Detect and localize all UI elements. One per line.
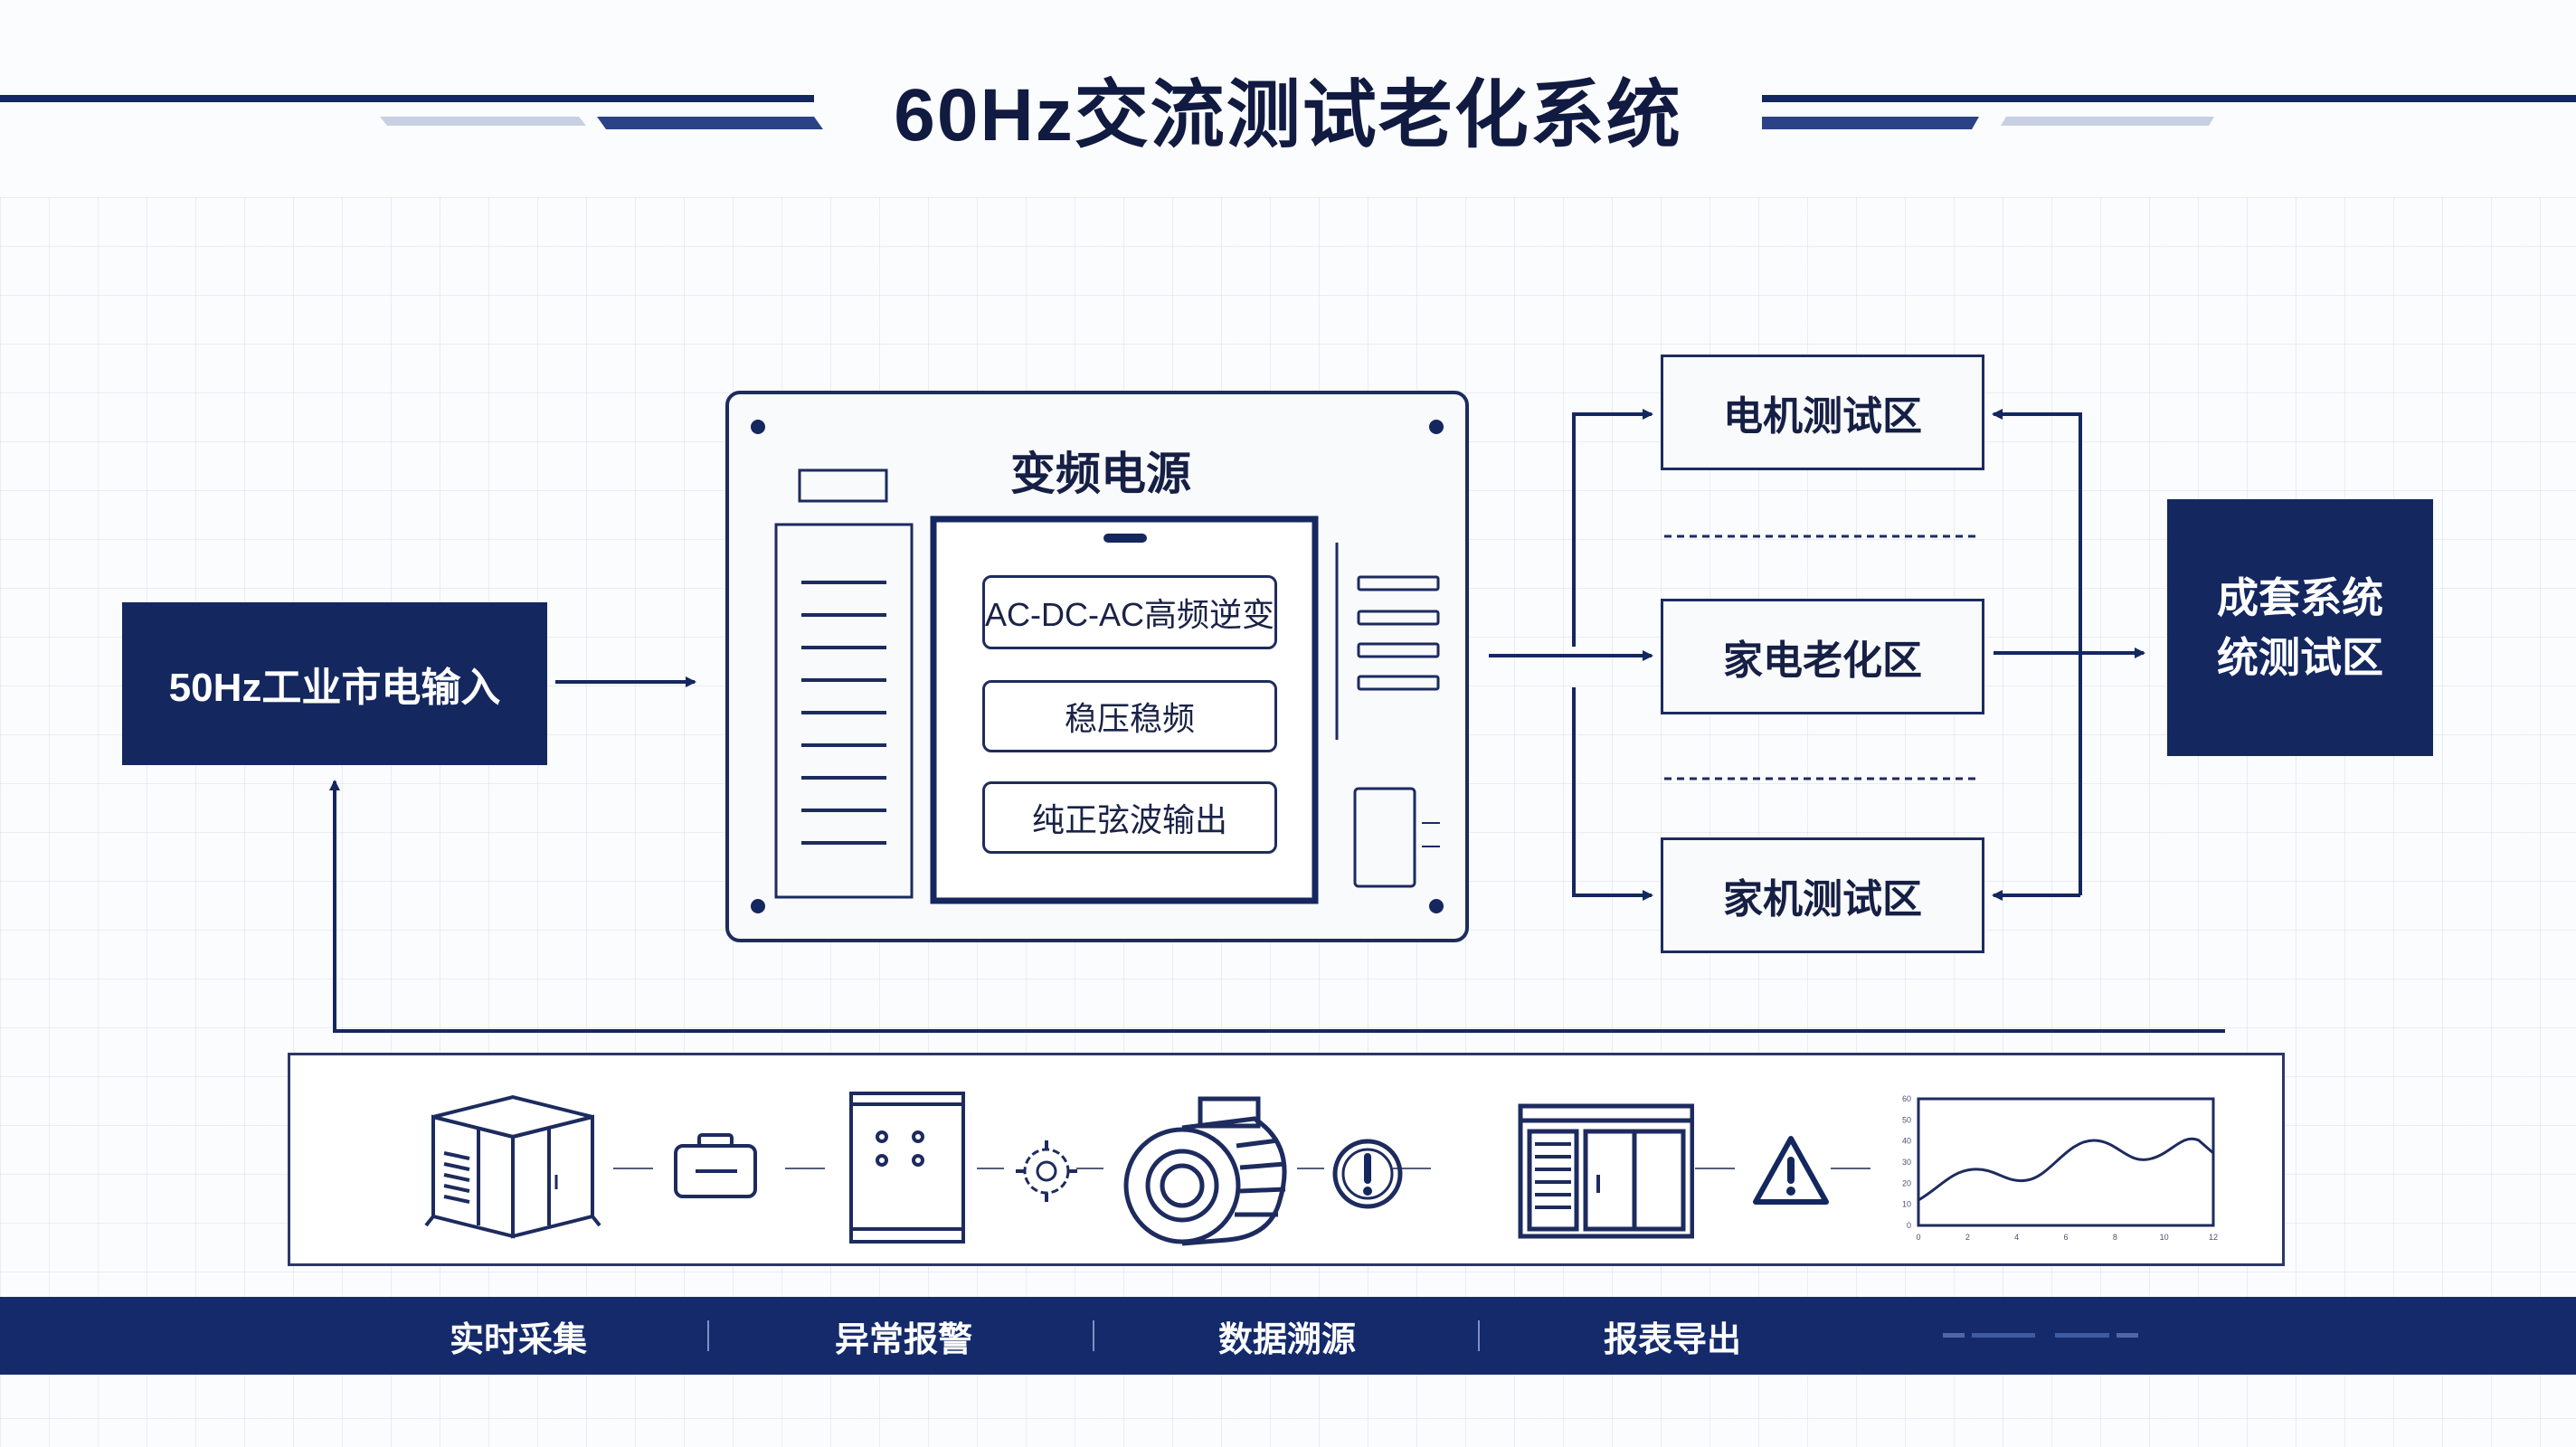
toolbar-data-trace[interactable]: 数据溯源	[1217, 1320, 1356, 1359]
page-title: 60Hz交流测试老化系统	[894, 74, 1682, 156]
zone-machine-test-label: 家机测试区	[1723, 877, 1922, 922]
zone-motor-test[interactable]: 电机测试区	[1661, 355, 1984, 470]
zone-appliance-aging[interactable]: 家电老化区	[1661, 599, 1984, 714]
toolbar-decoration	[1943, 1333, 2138, 1338]
chart-y-tick: 30	[1902, 1158, 1911, 1167]
stage-inverter[interactable]: AC-DC-AC高频逆变	[982, 575, 1277, 649]
motor-icon	[1123, 1096, 1287, 1246]
battery-icon	[674, 1133, 757, 1198]
chart-x-tick: 12	[2209, 1233, 2218, 1242]
control-cabinet-icon	[849, 1092, 965, 1244]
zone-appliance-aging-label: 家电老化区	[1723, 638, 1922, 683]
toolbar-report-export[interactable]: 报表导出	[1603, 1320, 1741, 1359]
mains-input-label: 50Hz工业市电输入	[168, 666, 501, 710]
toolbar-realtime-capture[interactable]: 实时采集	[449, 1320, 587, 1359]
substation-icon	[424, 1094, 601, 1239]
equipment-connectors	[613, 1168, 1870, 1169]
equipment-panel: 0 2 4 6 8 10 12 0 10 20 30 40 50 60	[288, 1053, 2285, 1266]
chart-x-tick: 2	[1965, 1233, 1970, 1242]
title-decoration-right	[1762, 95, 2576, 129]
title-decoration-left	[0, 95, 823, 129]
toolbar-separator	[1478, 1320, 1480, 1351]
chart-x-tick: 0	[1916, 1233, 1920, 1242]
chart-y-tick: 40	[1902, 1137, 1911, 1146]
chart-x-tick: 4	[2014, 1233, 2019, 1242]
chart-y-tick: 20	[1902, 1178, 1911, 1187]
chart-y-tick: 0	[1907, 1221, 1911, 1230]
mains-input-block[interactable]: 50Hz工业市电输入	[122, 602, 547, 765]
switchgear-icon	[1518, 1103, 1694, 1239]
chart-y-tick: 50	[1902, 1115, 1911, 1124]
system-test-zone-line1: 成套系统	[2217, 574, 2383, 621]
warning-icon	[1753, 1136, 1829, 1205]
toolbar-separator	[707, 1320, 709, 1351]
toolbar-anomaly-alarm[interactable]: 异常报警	[834, 1320, 972, 1359]
stage-regulation[interactable]: 稳压稳频	[982, 680, 1277, 752]
chart-x-tick: 10	[2160, 1233, 2169, 1242]
zone-motor-test-label: 电机测试区	[1723, 394, 1922, 439]
stage-sine-output[interactable]: 纯正弦波输出	[982, 781, 1277, 854]
bottom-toolbar: 实时采集 异常报警 数据溯源 报表导出	[0, 1297, 2576, 1375]
gear-icon	[1016, 1140, 1077, 1202]
system-test-zone-line2: 统测试区	[2217, 634, 2383, 681]
vfd-title: 变频电源	[1010, 449, 1191, 499]
chart-x-tick: 6	[2063, 1233, 2068, 1242]
chart-y-tick: 60	[1902, 1094, 1911, 1103]
vfd-power-supply[interactable]: 变频电源 AC-DC-AC高频逆变 稳压稳频 纯正弦波输出	[725, 391, 1469, 942]
system-test-zone[interactable]: 成套系统 统测试区	[2167, 499, 2433, 756]
alert-circle-icon	[1332, 1139, 1403, 1209]
chart-y-tick: 10	[1902, 1200, 1911, 1209]
zone-machine-test[interactable]: 家机测试区	[1661, 837, 1984, 953]
chart-x-tick: 8	[2113, 1233, 2117, 1242]
line-chart-icon: 0 2 4 6 8 10 12 0 10 20 30 40 50 60	[1902, 1094, 2218, 1242]
toolbar-separator	[1093, 1320, 1094, 1351]
